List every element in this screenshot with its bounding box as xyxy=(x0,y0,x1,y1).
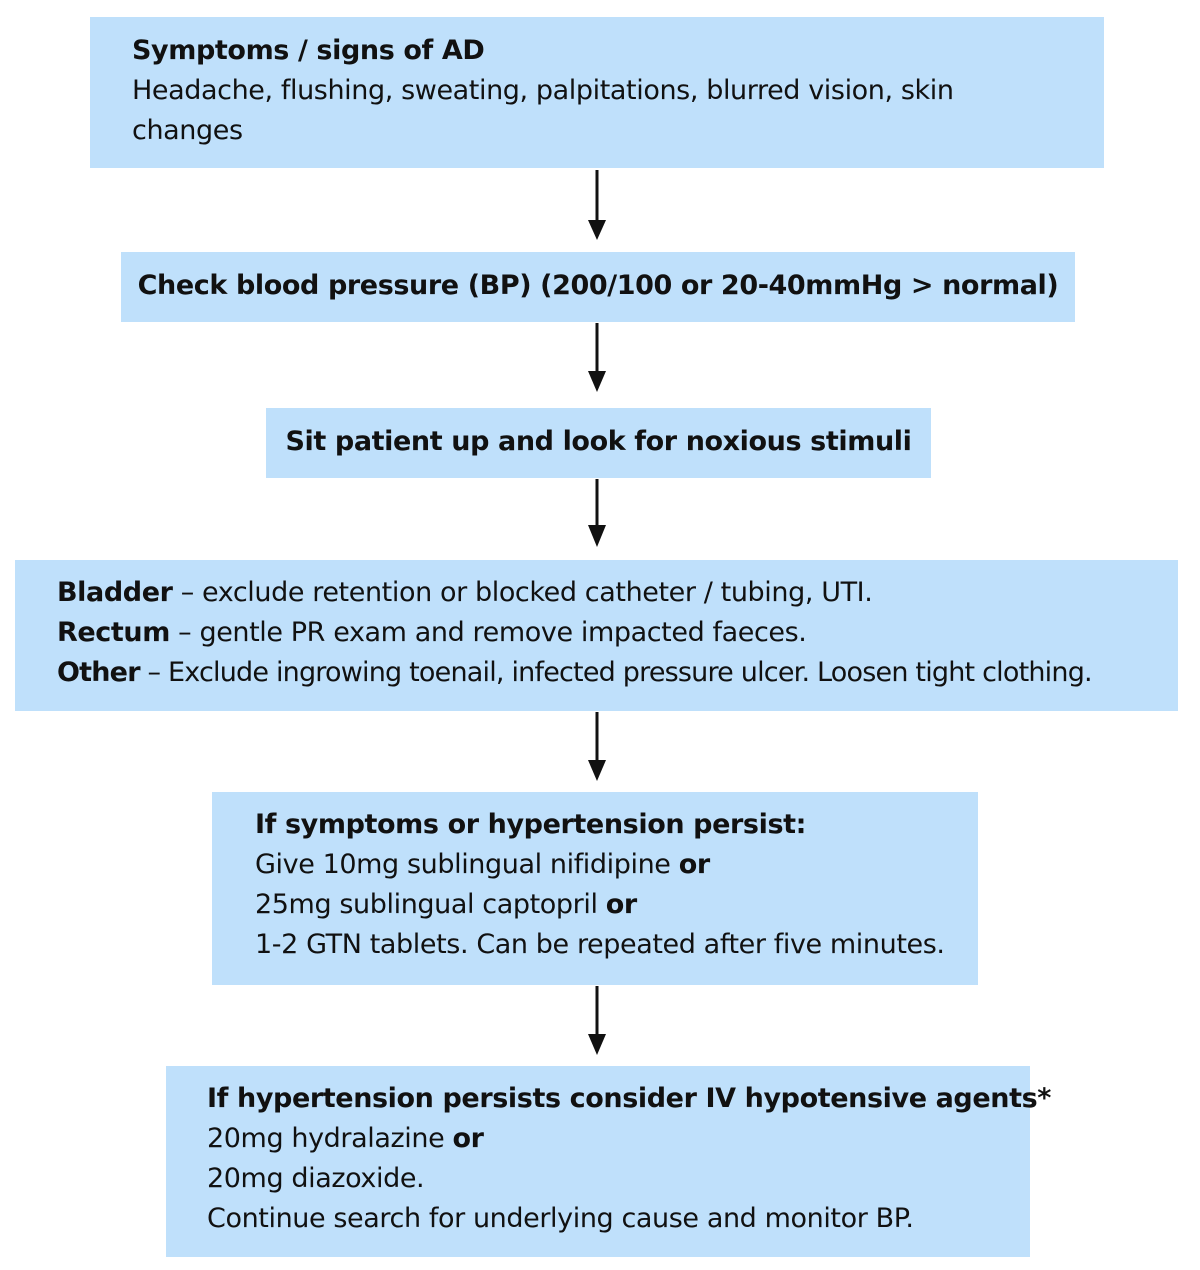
symptoms-box: Symptoms / signs of AD Headache, flushin… xyxy=(90,17,1104,168)
or-text: or xyxy=(678,849,710,880)
medication-title: If symptoms or hypertension persist: xyxy=(255,809,807,840)
symptoms-list: Headache, flushing, sweating, palpitatio… xyxy=(132,75,954,146)
other-row: Other – Exclude ingrowing toenail, infec… xyxy=(57,653,1178,693)
arrow-down-icon xyxy=(585,712,609,784)
iv-agents-box: If hypertension persists consider IV hyp… xyxy=(166,1066,1051,1257)
sit-patient-text: Sit patient up and look for noxious stim… xyxy=(285,426,912,457)
arrow-down-icon xyxy=(585,479,609,551)
arrow-down-icon xyxy=(585,170,609,242)
other-text: – Exclude ingrowing toenail, infected pr… xyxy=(139,657,1093,688)
other-label: Other xyxy=(57,657,141,688)
nifidipine-line: Give 10mg sublingual nifidipine or xyxy=(255,845,978,885)
rectum-text: – gentle PR exam and remove impacted fae… xyxy=(169,617,807,648)
noxious-stimuli-box: Bladder – exclude retention or blocked c… xyxy=(15,560,1178,711)
rectum-row: Rectum – gentle PR exam and remove impac… xyxy=(57,613,1178,653)
bladder-text: – exclude retention or blocked catheter … xyxy=(172,577,873,608)
bladder-label: Bladder xyxy=(57,577,173,608)
diazoxide-line: 20mg diazoxide. xyxy=(207,1163,425,1194)
iv-agents-title: If hypertension persists consider IV hyp… xyxy=(207,1083,1051,1114)
hydralazine-text: 20mg hydralazine xyxy=(207,1123,453,1154)
captopril-text: 25mg sublingual captopril xyxy=(255,889,606,920)
arrow-down-icon xyxy=(585,323,609,395)
check-bp-box: Check blood pressure (BP) (200/100 or 20… xyxy=(121,252,1075,322)
rectum-label: Rectum xyxy=(57,617,170,648)
sit-patient-box: Sit patient up and look for noxious stim… xyxy=(266,408,931,478)
captopril-line: 25mg sublingual captopril or xyxy=(255,885,978,925)
monitor-line: Continue search for underlying cause and… xyxy=(207,1203,914,1234)
bladder-row: Bladder – exclude retention or blocked c… xyxy=(57,573,1178,613)
gtn-line: 1-2 GTN tablets. Can be repeated after f… xyxy=(255,929,945,960)
hydralazine-line: 20mg hydralazine or xyxy=(207,1119,1030,1159)
or-text: or xyxy=(605,889,637,920)
check-bp-text: Check blood pressure (BP) (200/100 or 20… xyxy=(137,270,1059,301)
medication-box: If symptoms or hypertension persist: Giv… xyxy=(212,792,978,985)
arrow-down-icon xyxy=(585,986,609,1058)
or-text: or xyxy=(452,1123,484,1154)
nifidipine-text: Give 10mg sublingual nifidipine xyxy=(255,849,679,880)
symptoms-title: Symptoms / signs of AD xyxy=(132,35,485,66)
